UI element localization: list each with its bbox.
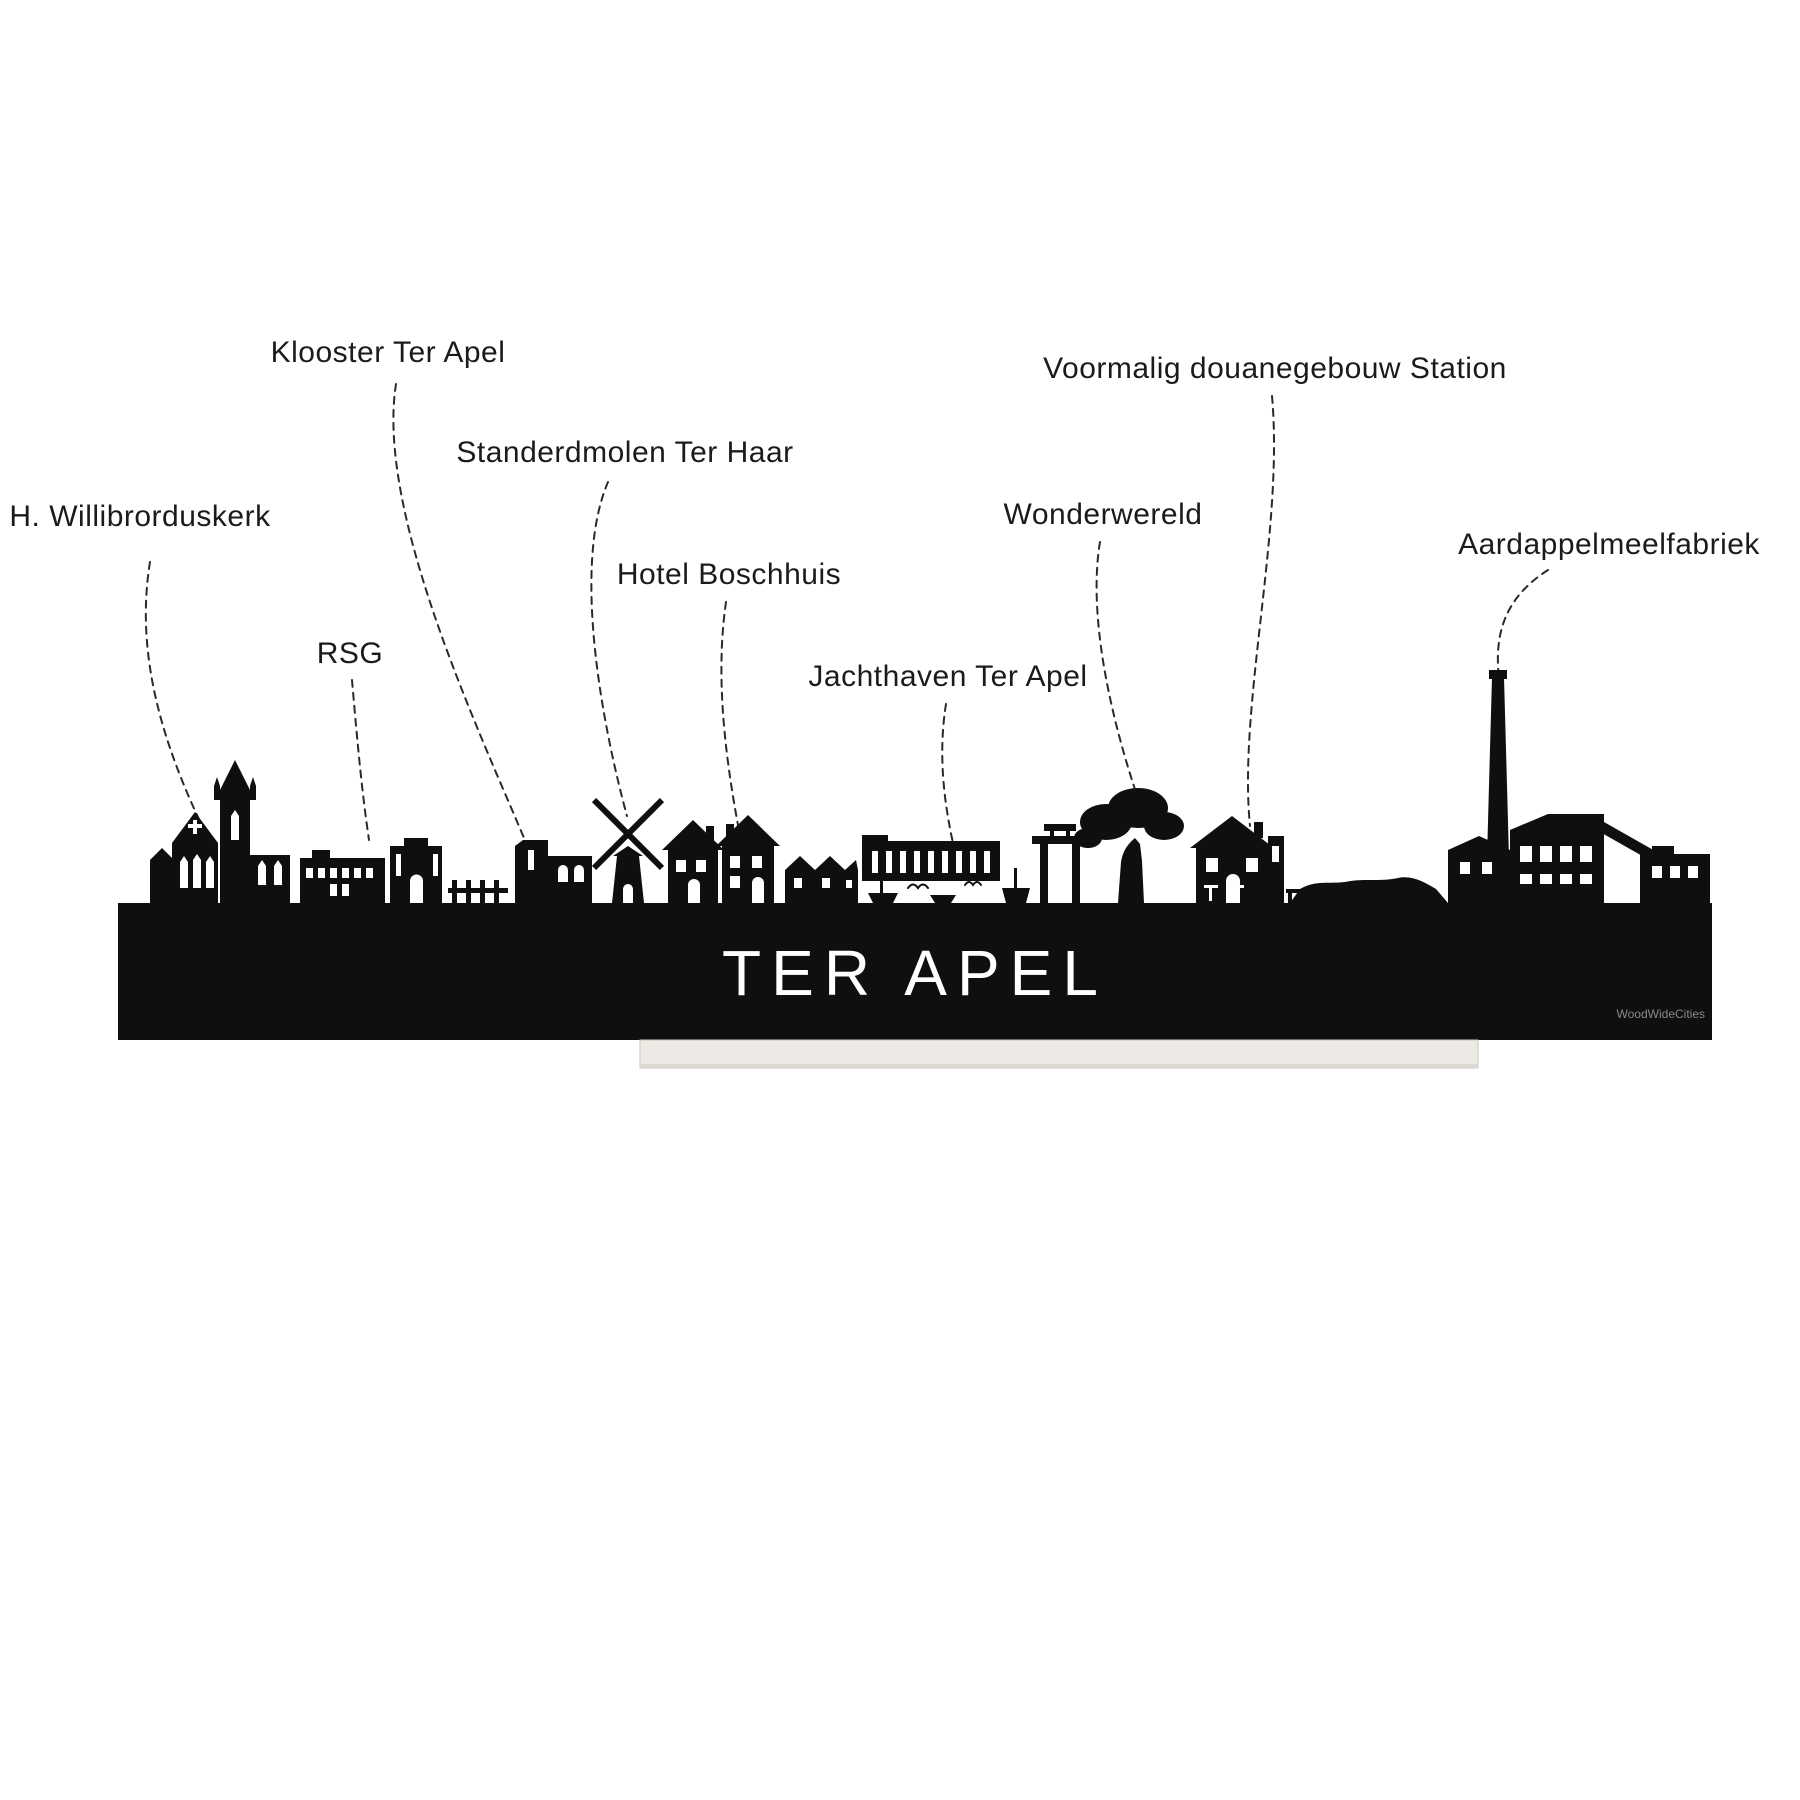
label-hotel-boschhuis: Hotel Boschhuis (616, 558, 842, 591)
aardappelmeelfabriek-silhouette (1448, 670, 1710, 903)
wonderwereld-silhouette (1032, 788, 1184, 903)
base-bar (118, 903, 1712, 1040)
klooster-silhouette (515, 840, 592, 903)
label-station: Voormalig douanegebouw Station (1043, 352, 1507, 385)
leader-wonderwereld (1095, 541, 1143, 811)
leader-lines (144, 383, 1549, 844)
rsg-silhouette (300, 838, 442, 903)
label-aardappelmeelfabriek: Aardappelmeelfabriek (1458, 528, 1760, 561)
leader-jachthaven (941, 703, 954, 844)
small-houses-silhouette (785, 856, 858, 903)
leader-klooster (392, 383, 525, 839)
leader-willibrorduskerk (144, 561, 207, 835)
label-rsg: RSG (316, 637, 384, 670)
label-wonderwereld: Wonderwereld (1003, 498, 1203, 531)
skyline-title: TER APEL (722, 937, 1108, 1009)
leader-standerdmolen (590, 481, 628, 817)
hills-silhouette (1290, 877, 1448, 903)
standerdmolen-silhouette (591, 797, 665, 903)
label-willibrorduskerk: H. Willibrorduskerk (9, 500, 271, 533)
leader-hotel-boschhuis (720, 601, 741, 837)
watermark-text: WoodWideCities (1617, 1007, 1705, 1021)
fence-left (448, 880, 508, 903)
leader-aardappelmeelfabriek (1496, 569, 1549, 687)
willibrorduskerk-silhouette (150, 760, 290, 903)
leader-rsg (351, 679, 370, 841)
leader-station (1247, 395, 1275, 827)
label-jachthaven: Jachthaven Ter Apel (808, 660, 1088, 693)
label-standerdmolen: Standerdmolen Ter Haar (456, 436, 794, 469)
label-klooster: Klooster Ter Apel (270, 336, 506, 369)
jachthaven-silhouette (862, 835, 1030, 903)
display-stand (639, 1039, 1479, 1069)
hotel-boschhuis-silhouette (662, 815, 780, 903)
